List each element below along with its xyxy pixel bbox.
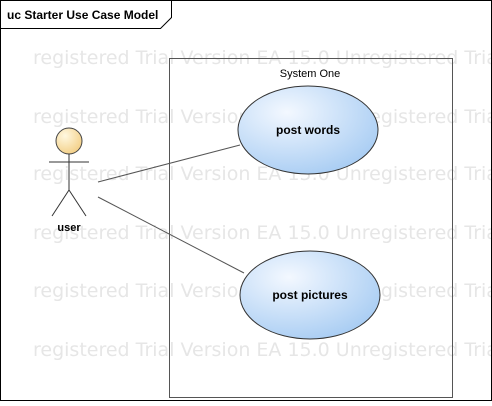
use-case-label: post pictures <box>272 288 348 302</box>
actor-head <box>55 127 83 155</box>
actor-name: user <box>57 222 81 234</box>
use-case-ellipse[interactable] <box>237 85 379 175</box>
actor-left-leg <box>51 189 70 217</box>
watermark-row-3: registered Trial Version EA 15.0 Unregis… <box>33 163 492 185</box>
frame-title: uc Starter Use Case Model <box>7 8 158 22</box>
use-case-label: post words <box>276 123 340 137</box>
use-case-post-words[interactable]: post words <box>237 85 379 175</box>
use-case-post-pictures[interactable]: post pictures <box>239 250 381 340</box>
association-post-pictures[interactable] <box>97 196 245 274</box>
actor-right-leg <box>68 189 87 217</box>
watermark-row-4: registered Trial Version EA 15.0 Unregis… <box>33 222 492 244</box>
actor-user[interactable]: user <box>49 127 89 234</box>
system-name: System One <box>280 68 341 80</box>
use-case-ellipse[interactable] <box>239 250 381 340</box>
system-boundary[interactable] <box>169 58 453 398</box>
frame-title-tab <box>0 0 172 29</box>
association-post-words[interactable] <box>97 144 241 183</box>
watermark-row-6: registered Trial Version EA 15.0 Unregis… <box>33 339 492 361</box>
